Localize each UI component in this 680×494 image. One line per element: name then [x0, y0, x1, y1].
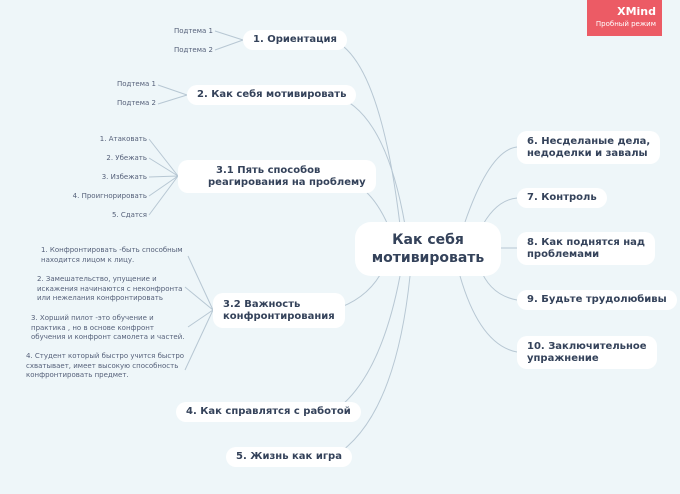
subtopic[interactable]: 1. Атаковать: [99, 135, 147, 143]
topic-self-motivation[interactable]: 2. Как себя мотивировать: [187, 85, 357, 105]
brand-label: XMind: [617, 5, 656, 18]
central-line-2: мотивировать: [371, 250, 485, 266]
central-topic[interactable]: Как себя мотивировать: [355, 222, 501, 276]
topic-diligence[interactable]: 9. Будьте трудолюбивы: [517, 290, 677, 310]
topic-line: недоделки и завалы: [527, 147, 648, 159]
topic-line: 3.2 Важность: [223, 298, 301, 310]
topic-control[interactable]: 7. Контроль: [517, 188, 607, 208]
topic-undone[interactable]: 6. Несделаные дела,недоделки и завалы: [517, 131, 661, 164]
topic-line: 8. Как поднятся над: [527, 236, 645, 248]
xmind-trial-badge: XMind Пробный режим: [587, 0, 662, 36]
subtopic[interactable]: Подтема 1: [116, 80, 156, 88]
subtopic[interactable]: 3. Избежать: [101, 173, 147, 181]
subtopic[interactable]: 4. Проигнорировать: [72, 192, 147, 200]
topic-line: конфронтирования: [223, 310, 335, 322]
topic-line: проблемами: [527, 248, 600, 260]
subtopic[interactable]: 2. Убежать: [106, 154, 147, 162]
subtopic[interactable]: Подтема 1: [173, 27, 213, 35]
subtopic[interactable]: 5. Сдатся: [111, 211, 147, 219]
topic-line: реагирования на проблему: [208, 176, 366, 188]
trial-mode-label: Пробный режим: [595, 20, 656, 28]
subtopic[interactable]: Подтема 2: [173, 46, 213, 54]
central-line-1: Как себя: [392, 232, 464, 248]
topic-line: 6. Несделаные дела,: [527, 135, 651, 147]
topic-line: упражнение: [527, 352, 599, 364]
topic-work[interactable]: 4. Как справлятся с работой: [176, 402, 361, 422]
topic-label: 5. Жизнь как игра: [236, 451, 342, 462]
subtopic[interactable]: Подтема 2: [116, 99, 156, 107]
topic-label: 4. Как справлятся с работой: [186, 406, 351, 417]
topic-label: 2. Как себя мотивировать: [197, 89, 347, 100]
topic-orientation[interactable]: 1. Ориентация: [243, 30, 347, 50]
topic-label: 9. Будьте трудолюбивы: [527, 294, 667, 305]
topic-life-game[interactable]: 5. Жизнь как игра: [226, 447, 352, 467]
topic-label: 1. Ориентация: [253, 34, 337, 45]
topic-label: 7. Контроль: [527, 192, 597, 203]
topic-line: 3.1 Пять способов: [216, 164, 321, 176]
topic-line: 10. Заключительное: [527, 340, 647, 352]
